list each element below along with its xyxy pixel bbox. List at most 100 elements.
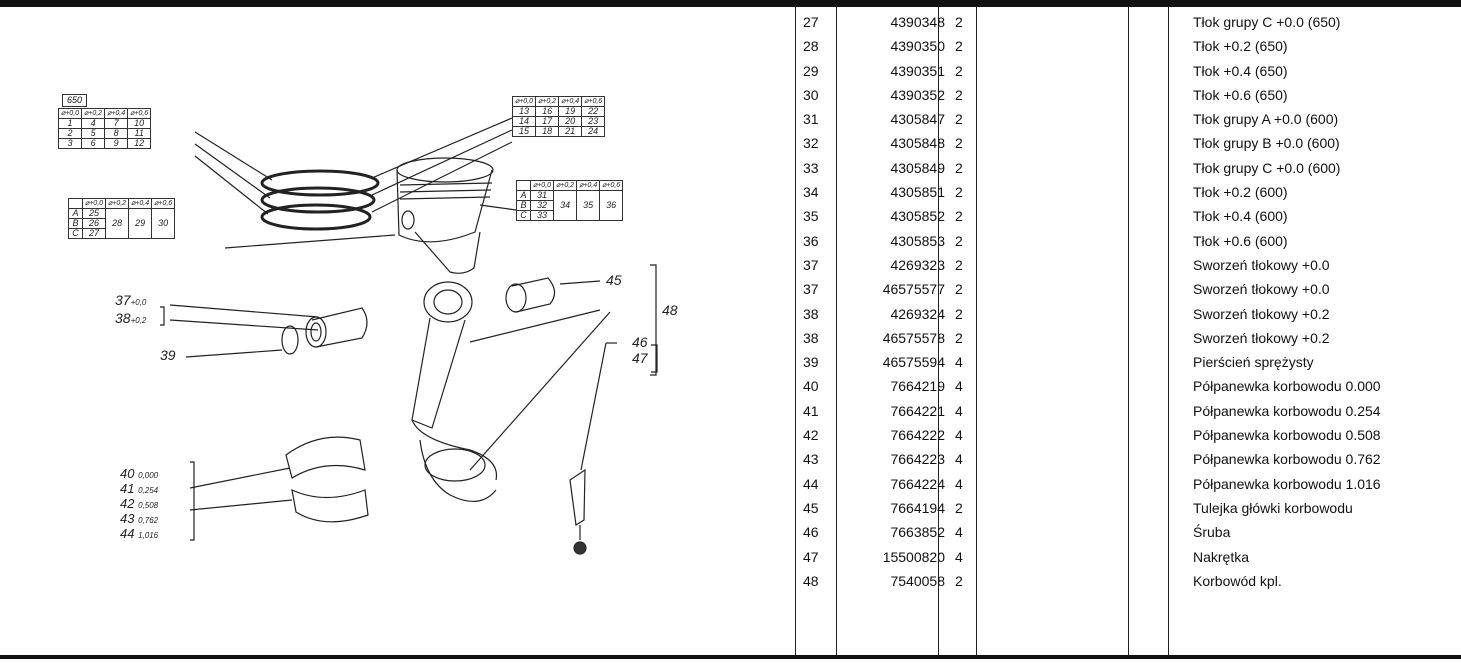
part-description: Tłok grupy A +0.0 (600)	[1193, 111, 1339, 128]
part-index: 29	[803, 62, 819, 79]
table-cell: 6	[81, 138, 106, 149]
part-description: Sworzeń tłokowy +0.0	[1193, 256, 1330, 273]
part-description: Sworzeń tłokowy +0.2	[1193, 305, 1330, 322]
col-divider	[795, 7, 796, 655]
empty-cell	[1143, 156, 1183, 180]
part-index: 46	[803, 524, 819, 541]
callout-44: 44 1,016	[120, 526, 158, 541]
empty-cell	[1143, 374, 1183, 398]
callout-size: +0,2	[130, 316, 147, 325]
callout-number: 40	[120, 466, 135, 481]
part-number: 46575578	[882, 329, 945, 346]
callout-size: 0,254	[138, 486, 159, 495]
table-cell: 25	[81, 208, 107, 219]
callout-number: 43	[120, 511, 135, 526]
table-cell: 31	[529, 190, 555, 201]
part-number: 4305853	[890, 232, 945, 249]
empty-cell	[993, 569, 1143, 593]
part-index: 34	[803, 184, 819, 201]
table-header: ⌀+0,4	[558, 96, 583, 107]
col-divider	[938, 7, 939, 655]
callout-number: 42	[120, 496, 135, 511]
table-header: ⌀+0,4	[128, 198, 153, 209]
empty-cell	[1143, 496, 1183, 520]
empty-cell	[993, 131, 1143, 155]
table-header: ⌀+0,4	[104, 108, 129, 119]
rings-650-label: 650	[62, 94, 88, 107]
part-index: 35	[803, 208, 819, 225]
empty-cell	[1143, 229, 1183, 253]
table-header: ⌀+0,2	[81, 108, 106, 119]
callout-size: 0,762	[138, 516, 159, 525]
part-quantity: 4	[955, 378, 963, 395]
part-quantity: 4	[955, 475, 963, 492]
part-description: Półpanewka korbowodu 0.508	[1193, 427, 1381, 444]
table-cell: 19	[558, 106, 583, 117]
empty-cell	[993, 326, 1143, 350]
table-cell: 7	[104, 118, 129, 129]
callout-47: 47	[632, 350, 648, 366]
part-description: Nakrętka	[1193, 548, 1250, 565]
part-number: 4390351	[890, 62, 945, 79]
part-number: 4305852	[890, 208, 945, 225]
empty-cell	[993, 83, 1143, 107]
empty-cell	[993, 253, 1143, 277]
part-number: 7664224	[890, 475, 945, 492]
col-divider	[1128, 7, 1129, 655]
table-header: ⌀+0,6	[581, 96, 606, 107]
part-index: 40	[803, 378, 819, 395]
piston-650-table: ⌀+0,0 ⌀+0,2 ⌀+0,4 ⌀+0,6 A 25 28 29 30 B …	[68, 198, 176, 239]
part-number: 7540058	[890, 572, 945, 589]
table-cell: 8	[104, 128, 129, 139]
part-number: 7664223	[890, 451, 945, 468]
piston-600-table: ⌀+0,0 ⌀+0,2 ⌀+0,4 ⌀+0,6 A 31 34 35 36 B …	[516, 180, 624, 221]
part-quantity: 4	[955, 451, 963, 468]
table-cell: 2	[57, 128, 83, 139]
part-index: 27	[803, 14, 819, 30]
part-index: 36	[803, 232, 819, 249]
part-index: 44	[803, 475, 819, 492]
part-description: Tłok grupy C +0.0 (600)	[1193, 159, 1341, 176]
empty-cell	[1143, 180, 1183, 204]
table-cell: 14	[511, 116, 537, 127]
empty-cell	[993, 180, 1143, 204]
part-quantity: 2	[955, 14, 963, 30]
part-number: 4269323	[890, 256, 945, 273]
empty-cell	[993, 229, 1143, 253]
part-description: Tłok +0.2 (600)	[1193, 184, 1288, 201]
part-description: Sworzeń tłokowy +0.0	[1193, 281, 1330, 298]
part-number: 4390348	[890, 14, 945, 30]
table-cell: 32	[529, 200, 555, 211]
empty-cell	[993, 399, 1143, 423]
table-header: ⌀+0,2	[535, 96, 560, 107]
part-description: Tłok +0.4 (650)	[1193, 62, 1288, 79]
part-description: Tłok +0.2 (650)	[1193, 38, 1288, 55]
empty-cell	[1143, 326, 1183, 350]
empty-cell	[1143, 131, 1183, 155]
table-cell: 21	[558, 126, 583, 137]
part-number: 15500820	[882, 548, 945, 565]
part-number: 7663852	[890, 524, 945, 541]
table-cell: B	[516, 200, 531, 211]
part-quantity: 2	[955, 329, 963, 346]
part-index: 31	[803, 111, 819, 128]
part-number: 4390352	[890, 86, 945, 103]
part-quantity: 2	[955, 62, 963, 79]
part-description: Tłok +0.6 (600)	[1193, 232, 1288, 249]
part-quantity: 2	[955, 38, 963, 55]
table-header: ⌀+0,0	[57, 108, 83, 119]
part-number: 7664194	[890, 499, 945, 516]
callout-40: 40 0,000	[120, 466, 158, 481]
table-cell: 15	[511, 126, 537, 137]
part-number: 46575577	[882, 281, 945, 298]
empty-cell	[1143, 569, 1183, 593]
empty-cell	[1143, 83, 1183, 107]
bottom-rule	[0, 655, 1461, 659]
empty-cell	[1143, 399, 1183, 423]
